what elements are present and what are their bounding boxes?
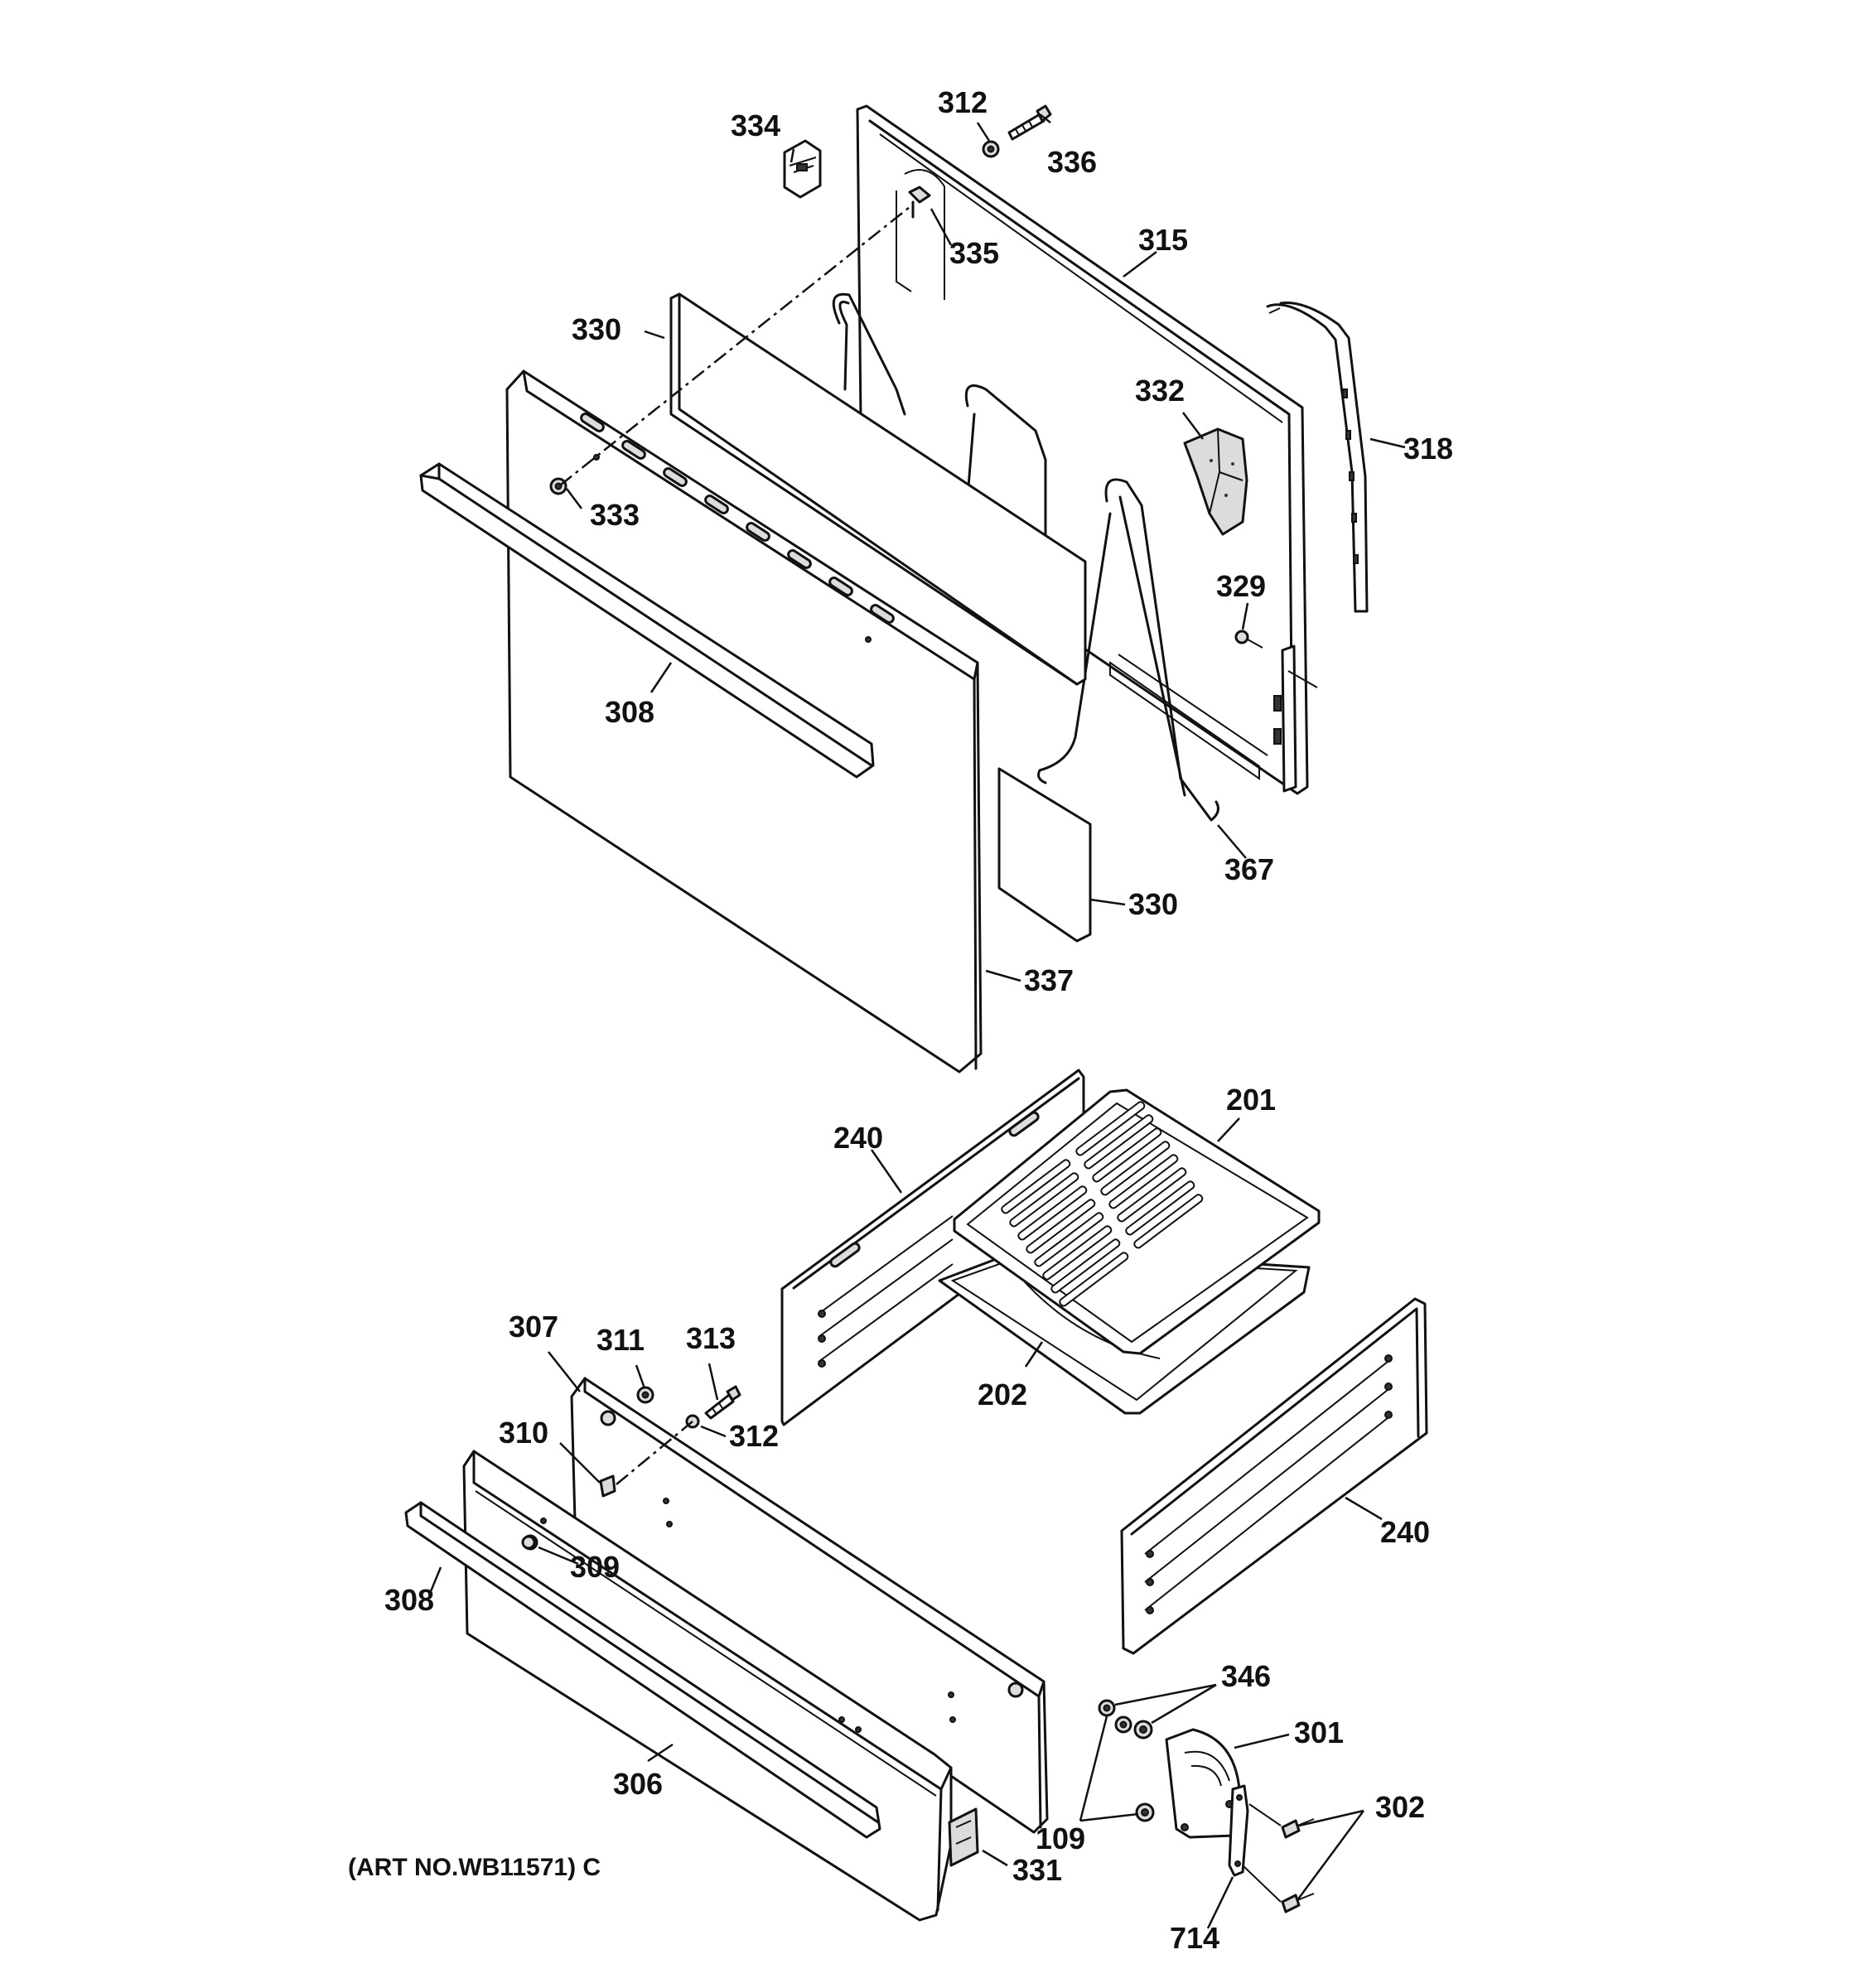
label-329: 329 bbox=[1216, 569, 1266, 603]
door-gasket-318 bbox=[1266, 302, 1369, 613]
label-109: 109 bbox=[1036, 1822, 1085, 1855]
leader-lines bbox=[427, 113, 1406, 1929]
label-330-bottom: 330 bbox=[1128, 887, 1178, 921]
label-336: 336 bbox=[1047, 145, 1097, 179]
screw-329 bbox=[1234, 630, 1263, 649]
label-311: 311 bbox=[596, 1323, 645, 1357]
label-309: 309 bbox=[570, 1550, 620, 1584]
drawer-centerline bbox=[616, 1421, 693, 1485]
side-rail-240-left bbox=[780, 1069, 1085, 1426]
label-318: 318 bbox=[1403, 432, 1453, 466]
label-312-bottom: 312 bbox=[729, 1419, 779, 1453]
label-202: 202 bbox=[978, 1378, 1027, 1411]
label-714: 714 bbox=[1170, 1921, 1219, 1955]
label-334: 334 bbox=[731, 109, 780, 142]
inner-door-panel-315 bbox=[856, 104, 1318, 795]
label-308-top: 308 bbox=[605, 695, 654, 729]
screw-axis-lines bbox=[1242, 1803, 1282, 1903]
label-332: 332 bbox=[1135, 374, 1185, 408]
label-335: 335 bbox=[949, 236, 999, 270]
insulation-block-332 bbox=[1183, 427, 1248, 536]
insulation-panel-330-bottom bbox=[997, 767, 1092, 943]
label-312-top: 312 bbox=[938, 85, 988, 119]
label-301: 301 bbox=[1294, 1715, 1344, 1749]
nut-311 bbox=[636, 1386, 654, 1404]
drawer-bracket-331 bbox=[948, 1807, 979, 1867]
label-330-top: 330 bbox=[572, 312, 621, 346]
screw-302-a bbox=[1281, 1818, 1315, 1839]
art-number-caption: (ART NO.WB11571) C bbox=[348, 1854, 601, 1881]
washer-309 bbox=[521, 1535, 536, 1550]
hinge-hook-335 bbox=[908, 186, 931, 219]
label-315: 315 bbox=[1138, 223, 1188, 257]
screw-302-b bbox=[1281, 1893, 1315, 1913]
part-labels: 312 334 336 335 315 330 332 318 333 329 … bbox=[384, 85, 1453, 1955]
label-337: 337 bbox=[1024, 963, 1074, 997]
broiler-grid-201 bbox=[953, 1088, 1321, 1355]
spacer-346-a bbox=[1098, 1699, 1116, 1717]
spacer-109-a bbox=[1114, 1715, 1132, 1734]
screw-313 bbox=[704, 1385, 741, 1420]
spacer-109-b bbox=[1135, 1802, 1155, 1822]
drawer-handle-308-bottom bbox=[404, 1501, 881, 1839]
insulation-panel-330-top bbox=[669, 292, 1087, 686]
nut-312-top bbox=[982, 140, 1000, 158]
label-313: 313 bbox=[686, 1321, 736, 1355]
label-307: 307 bbox=[509, 1310, 558, 1344]
label-308-bottom: 308 bbox=[384, 1583, 434, 1617]
label-310: 310 bbox=[499, 1416, 548, 1450]
washer-333 bbox=[549, 477, 567, 495]
label-346: 346 bbox=[1221, 1659, 1271, 1693]
label-201: 201 bbox=[1226, 1083, 1276, 1117]
label-306: 306 bbox=[613, 1767, 663, 1801]
label-367: 367 bbox=[1224, 852, 1274, 886]
label-333: 333 bbox=[590, 498, 640, 532]
hinge-arm-714 bbox=[1228, 1784, 1249, 1877]
label-302: 302 bbox=[1375, 1790, 1425, 1824]
clip-334 bbox=[783, 139, 822, 199]
side-rail-240-right bbox=[1120, 1297, 1428, 1655]
label-240-left: 240 bbox=[833, 1121, 883, 1155]
screw-336 bbox=[1007, 104, 1052, 141]
stud-310 bbox=[599, 1474, 616, 1498]
spacer-346-b bbox=[1133, 1720, 1153, 1740]
door-handle-308-top bbox=[419, 462, 875, 779]
assembly-centerline bbox=[559, 206, 910, 486]
label-331: 331 bbox=[1012, 1853, 1062, 1887]
label-240-right: 240 bbox=[1380, 1515, 1430, 1549]
outer-door-panel-337 bbox=[505, 369, 983, 1074]
wire-spring-367 bbox=[832, 292, 1219, 822]
